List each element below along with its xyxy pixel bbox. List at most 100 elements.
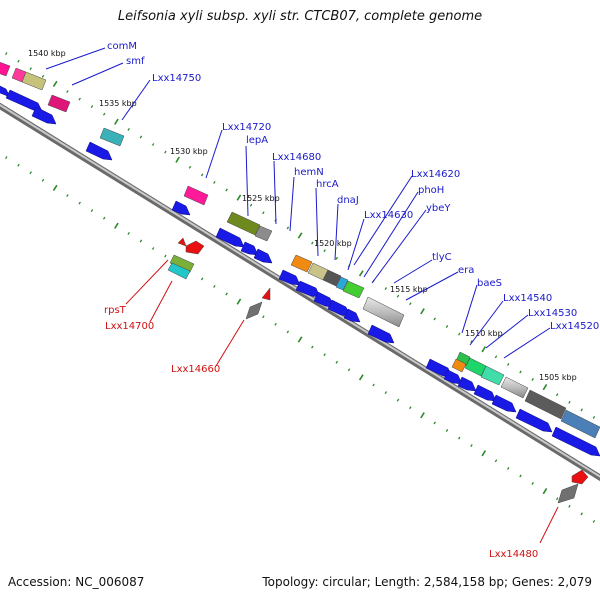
map-title: Leifsonia xyli subsp. xyli str. CTCB07, … <box>117 9 483 24</box>
tick-mark <box>445 325 449 328</box>
tick-mark <box>433 317 436 321</box>
tick-mark <box>262 315 265 319</box>
label-Lxx14750: Lxx14750 <box>152 73 201 84</box>
genome-summary-text: Topology: circular; Length: 2,584,158 bp… <box>262 575 592 589</box>
cds-arrow <box>473 384 497 402</box>
forward-feature-blocks <box>0 61 600 439</box>
tick-mark <box>506 466 510 470</box>
cds-arrow <box>343 308 361 323</box>
tick-mark <box>29 67 32 71</box>
tick-mark <box>592 519 596 523</box>
label-hrcA: hrcA <box>316 179 339 190</box>
tick-mark <box>555 393 559 397</box>
tick-mark <box>335 256 339 260</box>
tick-mark <box>5 156 8 160</box>
label-Lxx14520: Lxx14520 <box>550 321 599 332</box>
label-Lxx14700: Lxx14700 <box>105 321 154 332</box>
tick-mark <box>17 163 20 167</box>
gene-block-darkgray-1 <box>524 389 567 420</box>
tick-mark <box>127 231 130 235</box>
gene-block-magenta-2 <box>47 94 71 113</box>
tick-mark <box>470 444 473 448</box>
tick-mark <box>164 150 167 154</box>
rev-arrow-red-3 <box>571 469 589 485</box>
tick-mark <box>323 249 326 253</box>
tick-mark <box>396 294 400 298</box>
tick-mark <box>519 474 522 478</box>
scale-labels: 1540 kbp 1535 kbp 1530 kbp 1525 kbp 1520… <box>28 49 577 382</box>
tick-label-1515: 1515 kbp <box>390 285 428 294</box>
cds-arrow <box>171 200 191 216</box>
tick-label-1510: 1510 kbp <box>465 329 503 338</box>
tick-mark <box>297 336 303 343</box>
tick-mark <box>568 504 571 508</box>
tick-mark <box>458 332 461 336</box>
gene-block-teal-1 <box>99 127 125 147</box>
tick-mark <box>494 355 498 359</box>
tick-mark <box>114 222 119 229</box>
cds-arrow <box>457 376 477 392</box>
gene-block-magenta-1 <box>0 61 11 77</box>
accession-text: Accession: NC_006087 <box>8 575 145 589</box>
tick-mark <box>90 209 94 213</box>
rev-arrow-red-2 <box>261 287 271 301</box>
tick-mark <box>41 178 45 182</box>
tick-mark <box>347 368 351 372</box>
tick-mark <box>66 90 69 93</box>
cds-arrow <box>278 269 301 286</box>
tick-mark <box>127 127 130 131</box>
cds-arrow <box>215 227 245 248</box>
tick-mark <box>396 398 400 402</box>
tick-mark <box>358 374 364 381</box>
tick-mark <box>335 360 339 364</box>
tick-mark <box>29 171 32 175</box>
gene-block-olive-1 <box>21 71 47 91</box>
tick-mark <box>481 450 487 457</box>
tick-mark <box>41 74 45 78</box>
tick-mark <box>384 287 388 291</box>
tick-mark <box>311 241 314 245</box>
tick-mark <box>445 429 449 432</box>
tick-label-1520: 1520 kbp <box>314 239 352 248</box>
tick-mark <box>297 232 303 239</box>
cds-arrow <box>491 394 517 413</box>
tick-label-1505: 1505 kbp <box>539 373 577 382</box>
cds-arrow <box>253 248 273 264</box>
tick-mark <box>90 105 94 109</box>
cds-arrow <box>295 280 321 298</box>
tick-mark <box>114 118 119 125</box>
tick-mark <box>236 194 242 201</box>
tick-mark <box>139 135 143 139</box>
label-lepA: lepA <box>246 135 268 146</box>
label-Lxx14620: Lxx14620 <box>411 169 460 180</box>
tick-mark <box>568 400 571 404</box>
label-ybeY: ybeY <box>426 203 451 214</box>
tick-mark <box>470 340 473 344</box>
gene-block-gray-1 <box>254 225 273 242</box>
tick-label-1525: 1525 kbp <box>242 194 280 203</box>
reverse-leader-lines <box>125 259 559 544</box>
gene-block-green-3 <box>464 357 487 377</box>
tick-mark <box>592 415 596 419</box>
gene-block-lightgray-1 <box>362 296 405 328</box>
rev-arrow-red-small <box>177 237 187 247</box>
label-tlyC: tlyC <box>432 252 452 263</box>
tick-mark <box>506 362 510 366</box>
forward-cds-arrows <box>0 85 600 457</box>
tick-mark <box>494 459 498 463</box>
label-Lxx14530: Lxx14530 <box>528 308 577 319</box>
tick-mark <box>78 97 81 101</box>
tick-mark <box>164 254 167 258</box>
tick-mark <box>52 80 58 88</box>
rev-block-gray-2 <box>557 483 579 504</box>
tick-mark <box>542 383 548 391</box>
label-Lxx14680: Lxx14680 <box>272 152 321 163</box>
tick-mark <box>200 277 204 281</box>
tick-mark <box>481 346 487 353</box>
forward-gene-labels: comM smf Lxx14750 Lxx14720 lepA Lxx14680… <box>107 41 599 332</box>
tick-mark <box>78 201 81 205</box>
tick-mark <box>236 298 242 305</box>
gene-block-steel-1 <box>560 409 600 439</box>
tick-mark <box>5 52 8 56</box>
tick-mark <box>286 226 290 230</box>
